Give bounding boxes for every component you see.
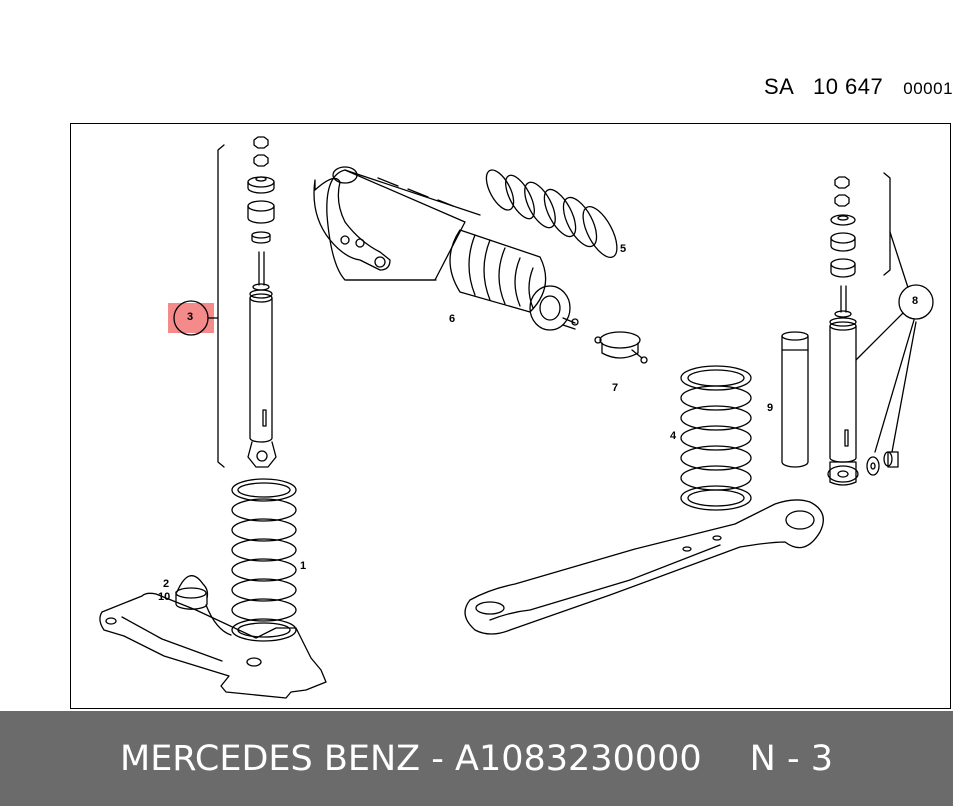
rubber-mount <box>594 331 648 364</box>
diagram-reference: SA 10 647 00001 <box>764 74 953 100</box>
shock-absorber-left <box>247 251 277 468</box>
callout-9[interactable]: 9 <box>767 402 774 414</box>
callout-8[interactable]: 8 <box>912 295 919 307</box>
callout-5[interactable]: 5 <box>620 243 627 255</box>
callout-3[interactable]: 3 <box>187 311 194 323</box>
trailing-arm-right <box>464 499 824 635</box>
bump-stop-left <box>175 575 232 636</box>
group-bracket-right <box>883 172 891 276</box>
reference-code: SA 10 647 <box>764 74 884 99</box>
coil-spring-right <box>680 365 752 511</box>
diagram-frame <box>70 123 951 709</box>
sheet-number: 00001 <box>903 79 953 98</box>
part-info-bar: MERCEDES BENZ - A1083230000 N - 3 <box>0 711 953 806</box>
callout-4[interactable]: 4 <box>670 430 677 442</box>
lower-control-arm-left <box>99 592 327 699</box>
callout-2[interactable]: 2 <box>163 578 170 590</box>
part-number-label: MERCEDES BENZ - A1083230000 <box>120 738 702 779</box>
coil-spring-top <box>485 169 618 259</box>
shock-absorber-right <box>827 285 899 486</box>
group-bracket-left <box>217 144 225 468</box>
air-spring-unit <box>313 166 579 331</box>
callout-1[interactable]: 1 <box>300 560 307 572</box>
diagram-position-label: N - 3 <box>749 738 833 779</box>
shock-mount-stack-left <box>247 136 275 244</box>
callout-6[interactable]: 6 <box>449 313 456 325</box>
coil-spring-left <box>231 478 297 642</box>
callout-leader-8 <box>855 231 917 453</box>
callout-7[interactable]: 7 <box>612 382 619 394</box>
callout-10[interactable]: 10 <box>158 591 171 603</box>
protective-sleeve <box>781 331 809 468</box>
shock-mount-stack-right <box>830 176 856 278</box>
